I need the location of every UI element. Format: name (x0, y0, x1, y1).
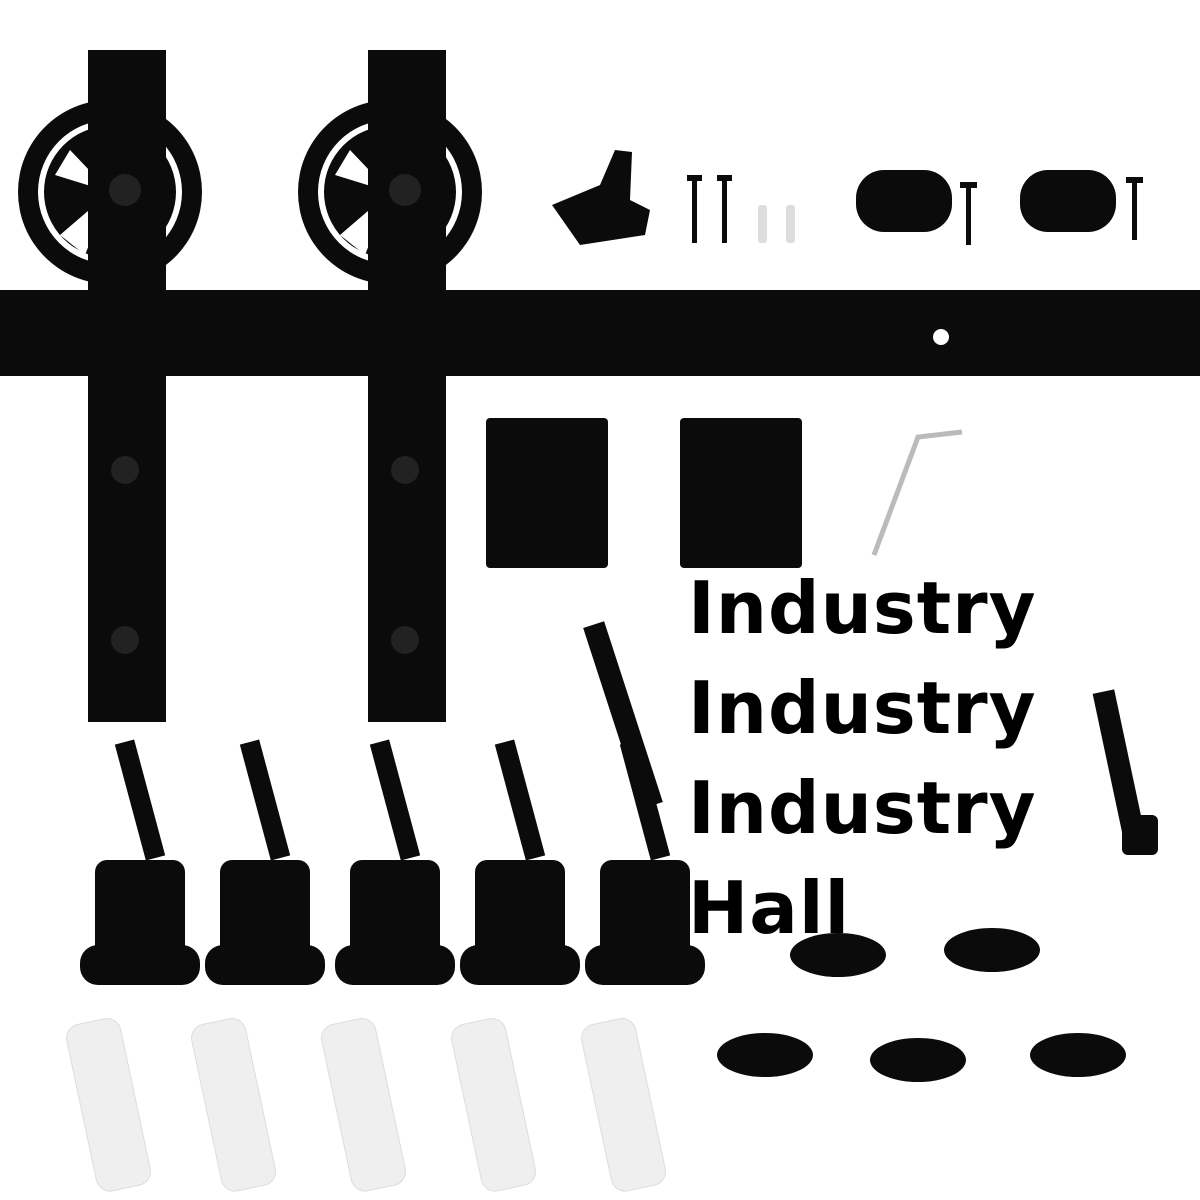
lag-screws (80, 739, 705, 985)
small-screws (687, 175, 1143, 245)
floor-guide (552, 150, 650, 245)
small-anchors (758, 205, 795, 243)
end-stoppers (856, 170, 1116, 232)
rail-hole (933, 329, 949, 345)
anti-jump-blocks (486, 418, 802, 568)
track-rail (0, 290, 1200, 376)
hanger-wheel-1 (18, 50, 202, 722)
caption-line: Hall (688, 866, 851, 950)
washers (717, 928, 1126, 1082)
wall-anchors (66, 1018, 666, 1192)
caption-line: Industry (688, 666, 1037, 750)
caption-line: Industry (688, 766, 1037, 850)
spacer-bolts (583, 621, 1158, 855)
allen-key-icon (871, 429, 963, 556)
hanger-wheel-2 (298, 50, 482, 722)
caption-text: Industry Industry Industry Hall (688, 558, 1037, 958)
caption-line: Industry (688, 566, 1037, 650)
